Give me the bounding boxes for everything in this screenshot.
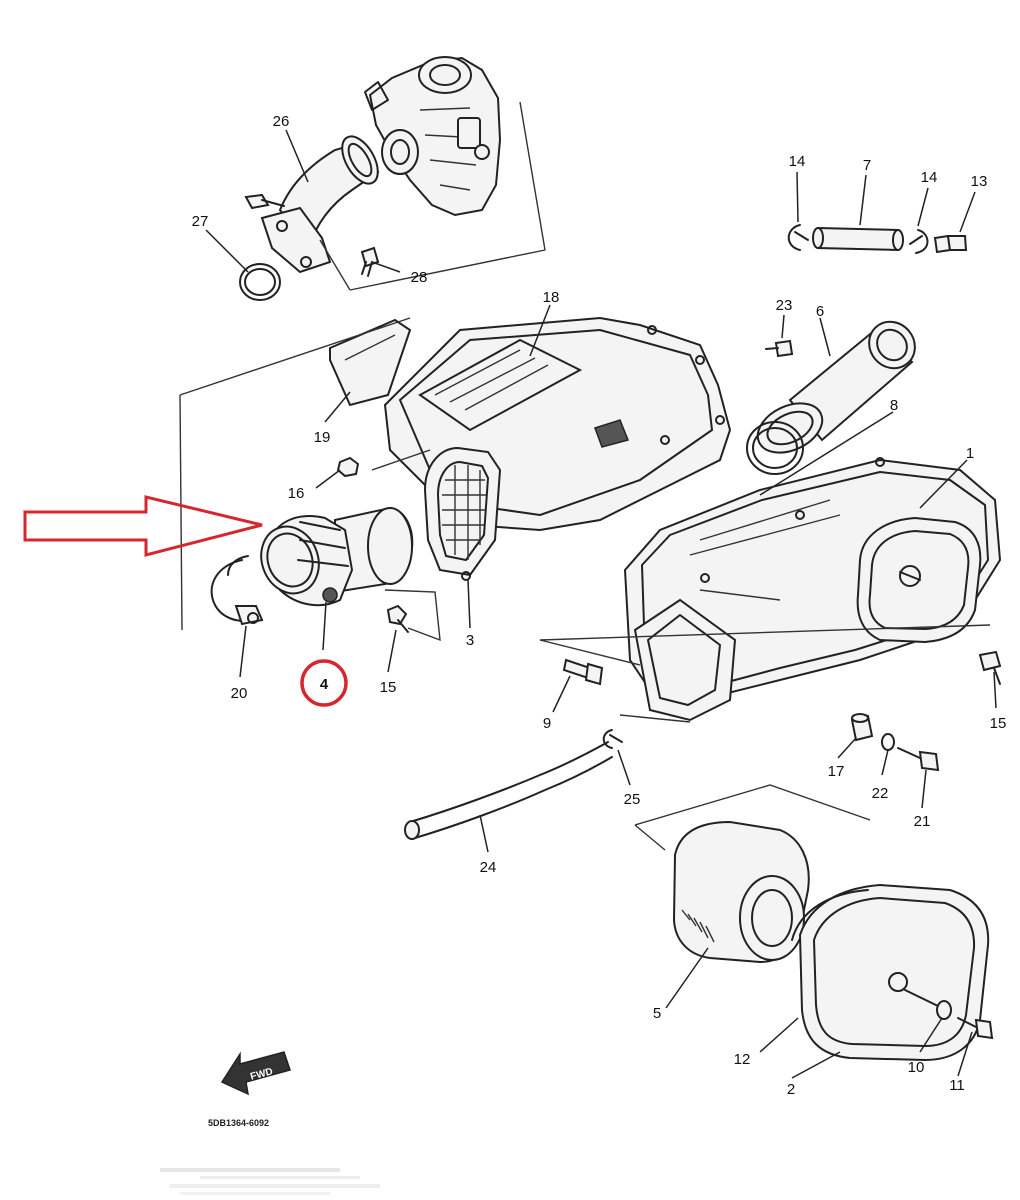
screw-23 [765, 339, 794, 358]
bolt-13 [933, 234, 968, 254]
air-joint-4 [260, 506, 414, 607]
carburetor-assembly [364, 56, 502, 217]
filter-element-5 [672, 820, 810, 964]
washer-10 [904, 989, 952, 1020]
callout-8: 8 [890, 397, 898, 414]
leader-lines [205, 129, 997, 1079]
callout-25: 25 [624, 791, 641, 808]
bolt-15-right [978, 650, 1002, 685]
callout-20: 20 [231, 685, 248, 702]
callout-27: 27 [192, 213, 209, 230]
callout-4: 4 [320, 676, 329, 693]
callout-14-right: 14 [921, 169, 938, 186]
callout-2: 2 [787, 1081, 795, 1098]
callout-labels: 26 27 28 14 7 14 13 18 23 6 19 8 1 16 3 … [192, 113, 1007, 1098]
callout-26: 26 [273, 113, 290, 130]
callout-22: 22 [872, 785, 889, 802]
case-body-1 [623, 457, 1002, 722]
callout-14-left: 14 [789, 153, 806, 170]
callout-28: 28 [411, 269, 428, 286]
callout-21: 21 [914, 813, 931, 830]
seal-12 [791, 889, 869, 941]
callout-15-right: 15 [990, 715, 1007, 732]
callout-10: 10 [908, 1059, 925, 1076]
gasket-3 [423, 446, 502, 581]
filter-pad-19 [329, 318, 412, 407]
callout-19: 19 [314, 429, 331, 446]
hose-clamp-20 [210, 555, 264, 626]
callout-17: 17 [828, 763, 845, 780]
drain-hose-24 [404, 741, 613, 840]
callout-15-left: 15 [380, 679, 397, 696]
highlight-arrow [23, 495, 263, 557]
callout-5: 5 [653, 1005, 661, 1022]
callout-1: 1 [966, 445, 974, 462]
pipe-7 [812, 226, 904, 252]
bolt-9 [562, 658, 604, 686]
callout-6: 6 [816, 303, 824, 320]
clip-14-left [787, 224, 809, 251]
callout-7: 7 [863, 157, 871, 174]
callout-16: 16 [288, 485, 305, 502]
highlight-circle [300, 659, 348, 707]
callout-3: 3 [466, 632, 474, 649]
joint-bracket-lines [384, 589, 441, 642]
nut-16 [336, 456, 360, 478]
intake-duct-6 [756, 320, 916, 454]
drawing-code: 5DB1364-6092 [208, 1118, 269, 1128]
clip-14-right [909, 229, 929, 254]
bolt-21 [897, 747, 940, 772]
bolt-11 [957, 1017, 994, 1040]
scan-artifact [160, 1168, 380, 1195]
intake-manifold-26 [244, 135, 380, 274]
seal-ring [746, 421, 804, 475]
callout-13: 13 [971, 173, 988, 190]
callout-24: 24 [480, 859, 497, 876]
clip-25 [602, 729, 623, 749]
callout-9: 9 [543, 715, 551, 732]
bolt-28 [360, 246, 380, 277]
callout-23: 23 [776, 297, 793, 314]
collar-17 [850, 713, 874, 742]
callout-18: 18 [543, 289, 560, 306]
callout-12: 12 [734, 1051, 751, 1068]
o-ring-27 [239, 263, 281, 301]
bolt-15-left [386, 604, 409, 633]
fwd-direction-icon: FWD [220, 1051, 291, 1096]
washer-22 [881, 733, 895, 751]
case-cap-2 [798, 883, 990, 1062]
callout-11: 11 [949, 1077, 965, 1094]
